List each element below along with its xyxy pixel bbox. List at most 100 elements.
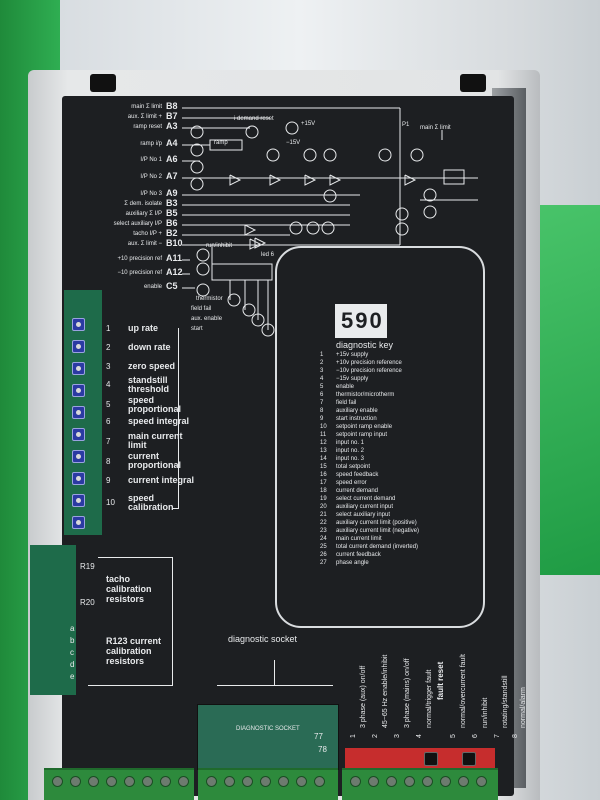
fault-reset-label: fault reset [436,661,445,700]
pot-number: 7 [106,437,111,446]
potentiometer[interactable] [72,472,85,485]
terminal-screw[interactable] [224,776,235,787]
key-num: 10 [320,424,327,430]
terminal-screw[interactable] [142,776,153,787]
row-label: tacho I/P + [133,231,162,237]
key-text: field fail [336,400,357,406]
key-text: −15v supply [336,376,369,382]
row-label: aux. Σ limit + [127,114,162,120]
key-num: 19 [320,496,327,502]
terminal-screw[interactable] [404,776,415,787]
row-label: +10 precision ref [117,256,162,262]
fault-reset-button[interactable] [424,752,438,766]
key-text: speed error [336,480,367,486]
terminal-screw[interactable] [422,776,433,787]
diagnostic-socket-title: diagnostic socket [228,634,298,644]
resistor-board [30,545,76,695]
control-panel [62,96,514,796]
terminal-screw[interactable] [106,776,117,787]
key-num: 23 [320,528,327,534]
terminal-screw[interactable] [368,776,379,787]
pot-number: 10 [106,498,115,507]
potentiometer[interactable] [72,428,85,441]
led-number: 7 [494,734,501,738]
resistor-letter: c [70,648,74,657]
terminal-screw[interactable] [124,776,135,787]
row-label: select auxiliary I/P [113,221,162,227]
pot-number: 2 [106,343,111,352]
terminal-screw[interactable] [160,776,171,787]
potentiometer[interactable] [72,450,85,463]
pot-number: 5 [106,400,111,409]
key-num: 22 [320,520,327,526]
row-term: A12 [166,267,183,277]
row-term: A7 [166,171,178,181]
potentiometer[interactable] [72,516,85,529]
terminal-screw[interactable] [70,776,81,787]
terminal-screw[interactable] [88,776,99,787]
terminal-screw[interactable] [476,776,487,787]
key-num: 17 [320,480,327,486]
pot-bracket-line [178,328,179,508]
row-term: A6 [166,154,178,164]
socket-pin-77: 77 [314,732,323,741]
terminal-strip-c[interactable] [342,768,498,800]
terminal-strip-a[interactable] [44,768,194,800]
pot-label: down rate [128,342,171,352]
terminal-screw[interactable] [386,776,397,787]
potentiometer[interactable] [72,384,85,397]
pot-label: speed proportional [128,395,181,414]
key-num: 14 [320,456,327,462]
led-label: 3 phase (aux) on/off [360,665,367,728]
terminal-screw[interactable] [278,776,289,787]
terminal-screw[interactable] [52,776,63,787]
key-text: +15v supply [336,352,369,358]
reset-button[interactable] [462,752,476,766]
pot-number: 3 [106,362,111,371]
tacho-resistors-label: tacho calibration resistors [106,574,152,604]
row-term: B7 [166,111,178,121]
terminal-screw[interactable] [296,776,307,787]
terminal-screw[interactable] [178,776,189,787]
potentiometer[interactable] [72,340,85,353]
terminal-screw[interactable] [242,776,253,787]
key-num: 7 [320,400,324,406]
diagnostic-key-title: diagnostic key [336,340,394,350]
r20-label: R20 [80,598,95,607]
row-term: B10 [166,238,183,248]
pot-label: up rate [128,323,159,333]
main-limit-label: main Σ limit [420,125,451,131]
tacho-bracket-side [172,557,173,685]
terminal-screw[interactable] [260,776,271,787]
potentiometer[interactable] [72,362,85,375]
pot-label: main current limit [128,431,183,450]
key-text: input no. 1 [336,440,365,446]
key-text: auxiliary current input [336,504,394,510]
key-num: 20 [320,504,327,510]
pot-number: 8 [106,457,111,466]
led-number: 1 [350,734,357,738]
potentiometer[interactable] [72,318,85,331]
terminal-screw[interactable] [440,776,451,787]
terminal-screw[interactable] [206,776,217,787]
mounting-clip-left [90,74,116,92]
row-term: A9 [166,188,178,198]
key-text: select auxiliary input [336,512,391,518]
terminal-screw[interactable] [314,776,325,787]
terminal-strip-b[interactable] [198,768,338,800]
pot-label: current proportional [128,451,181,470]
key-num: 16 [320,472,327,478]
led-label: normal/alarm [520,687,527,728]
row-label: main Σ limit [131,104,162,110]
row-term: B3 [166,198,178,208]
row-term: A11 [166,253,183,263]
pot-label: zero speed [128,361,176,371]
potentiometer[interactable] [72,494,85,507]
aux-enable-label: aux. enable [191,316,223,322]
start-label: start [191,326,203,332]
pot-label: speed integral [128,416,190,426]
terminal-screw[interactable] [458,776,469,787]
terminal-screw[interactable] [350,776,361,787]
potentiometer[interactable] [72,406,85,419]
